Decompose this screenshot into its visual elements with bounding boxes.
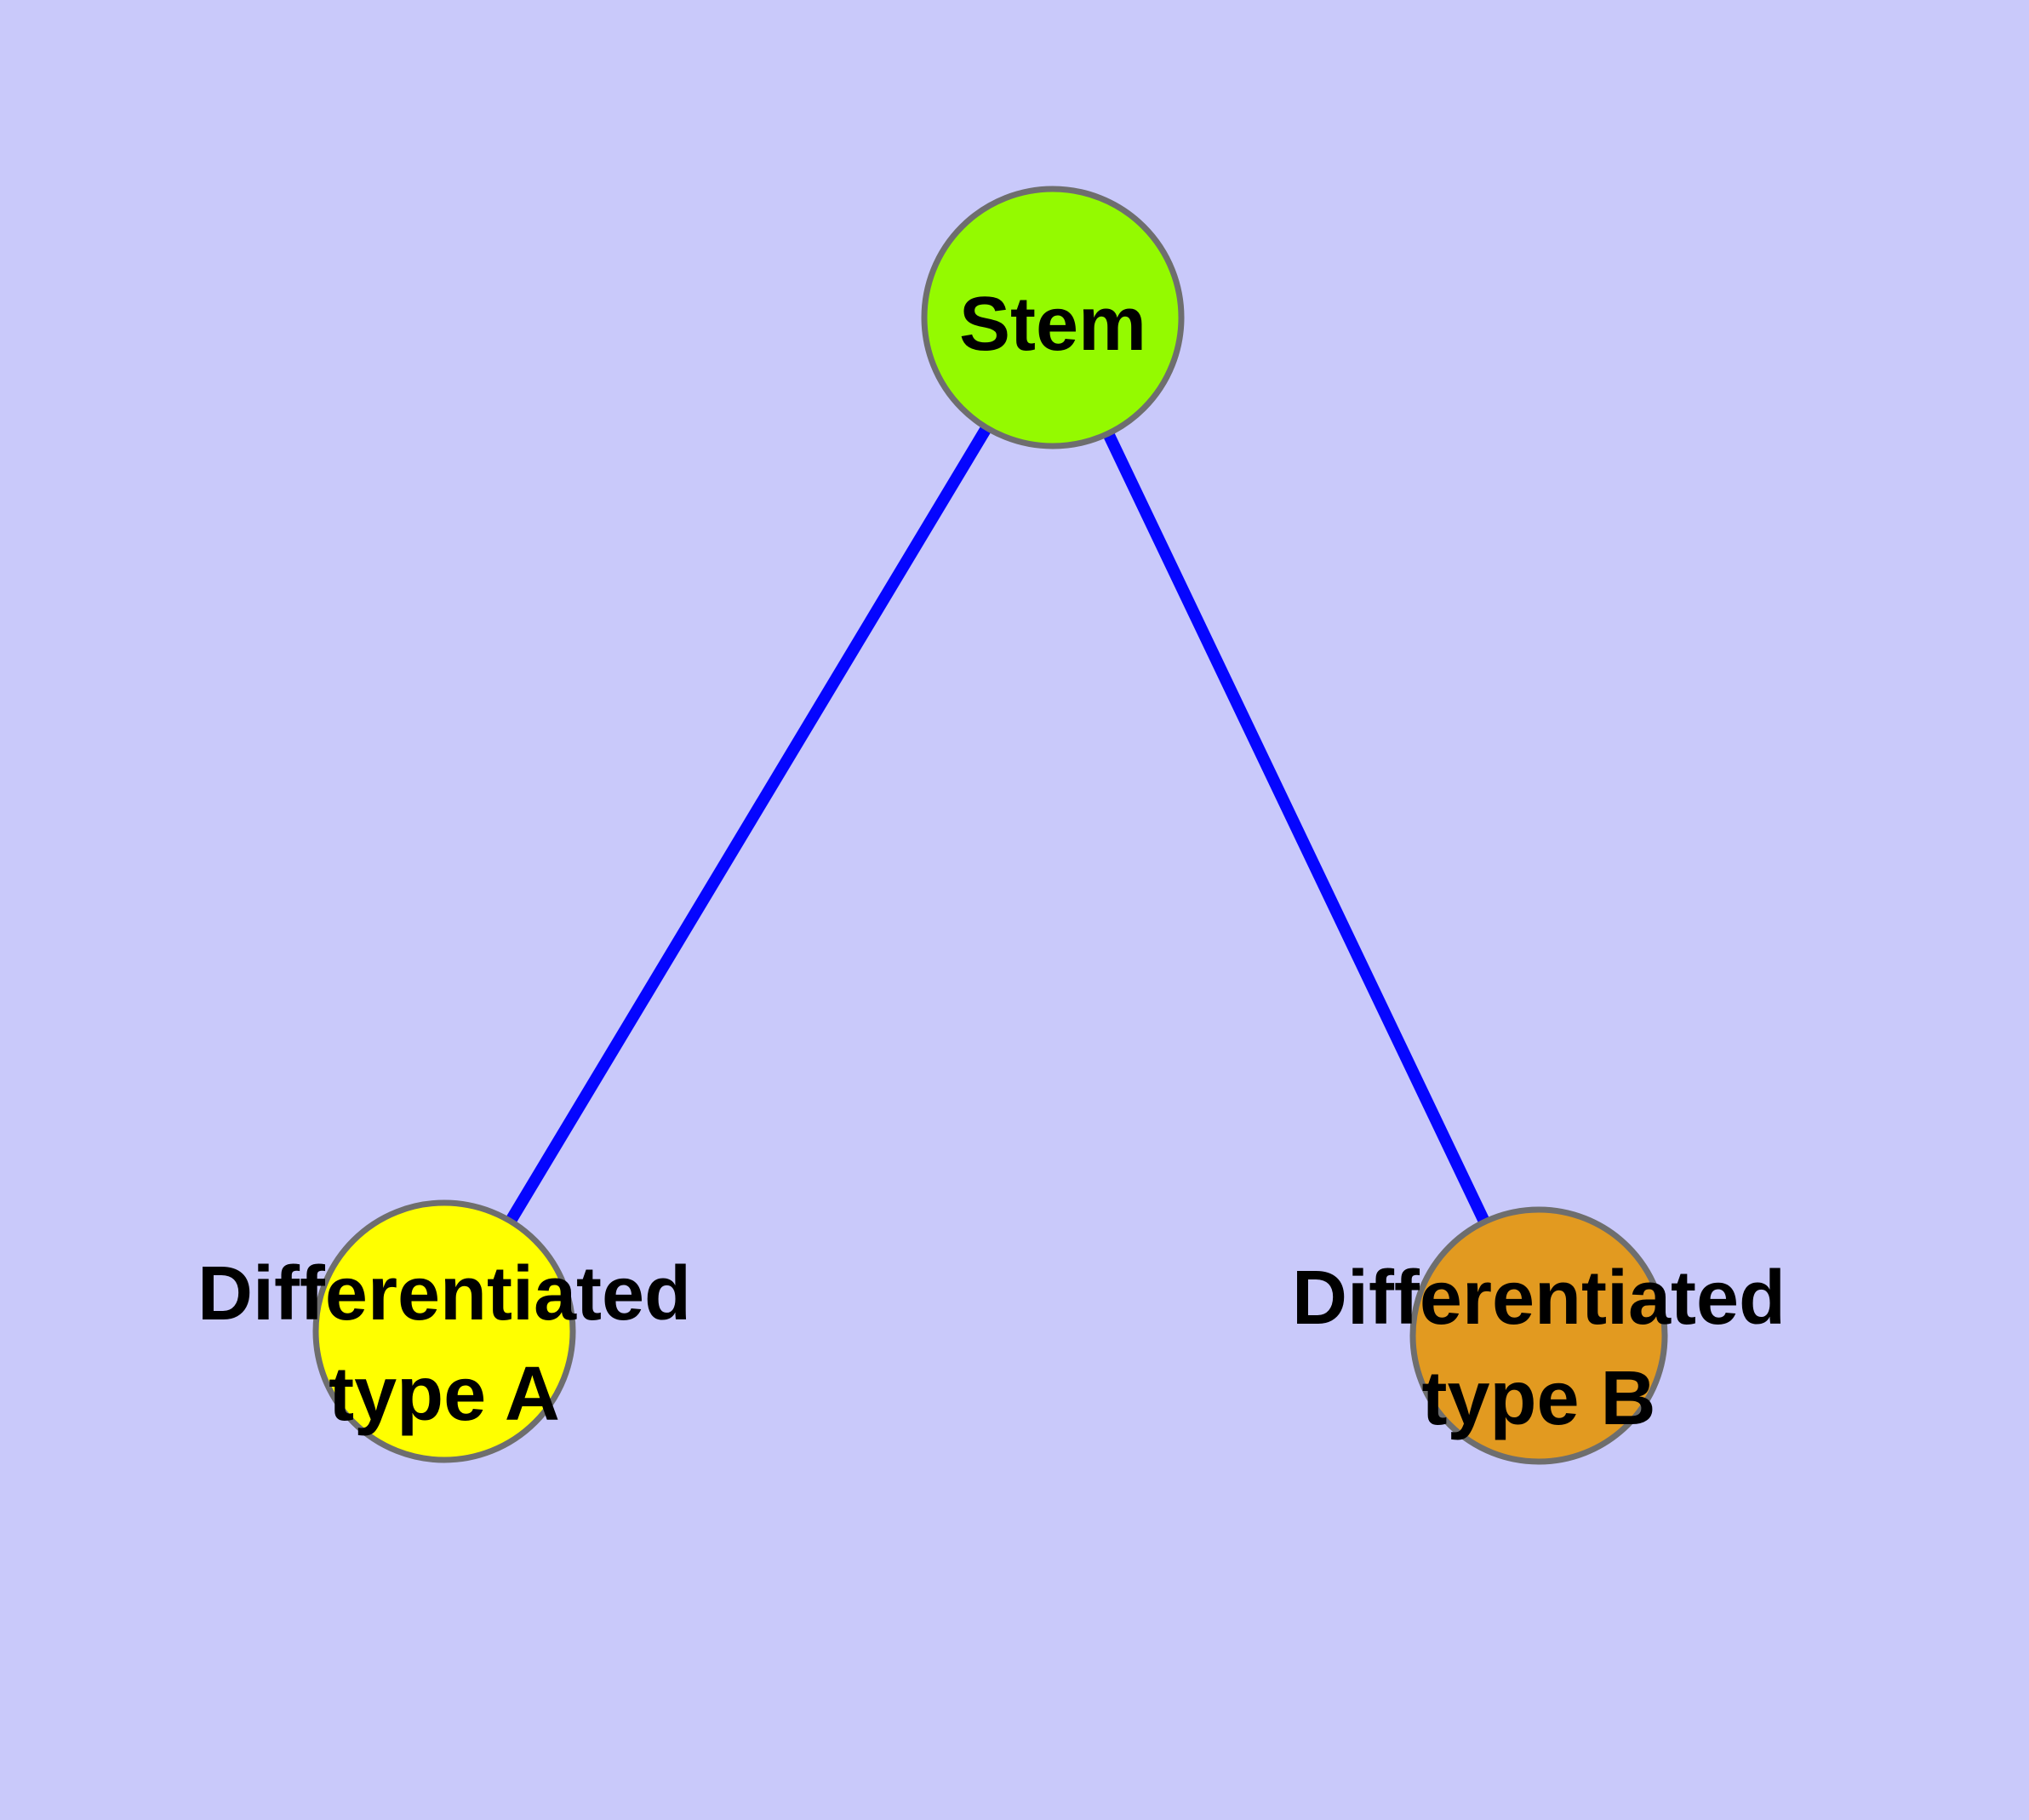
node-label-line: type B xyxy=(1421,1356,1655,1441)
nodes-layer xyxy=(312,186,1668,1465)
node-label-line: Differentiated xyxy=(197,1251,691,1336)
node-label-differentiated-type-a: Differentiated type A xyxy=(197,1251,691,1437)
node-label-line: Differentiated xyxy=(1292,1256,1786,1341)
node-label-differentiated-type-b: Differentiated type B xyxy=(1292,1256,1786,1441)
edges-layer xyxy=(438,314,1545,1339)
node-label-line: type A xyxy=(329,1352,560,1437)
node-differentiated-type-a xyxy=(312,1199,576,1463)
node-label-line: Stem xyxy=(959,282,1146,367)
node-stem xyxy=(921,186,1185,449)
edge-stem-to-differentiated-type-a xyxy=(438,314,1059,1335)
node-label-stem: Stem xyxy=(959,282,1146,367)
node-differentiated-type-b xyxy=(1409,1206,1668,1465)
edge-stem-to-differentiated-type-b xyxy=(1047,314,1545,1339)
